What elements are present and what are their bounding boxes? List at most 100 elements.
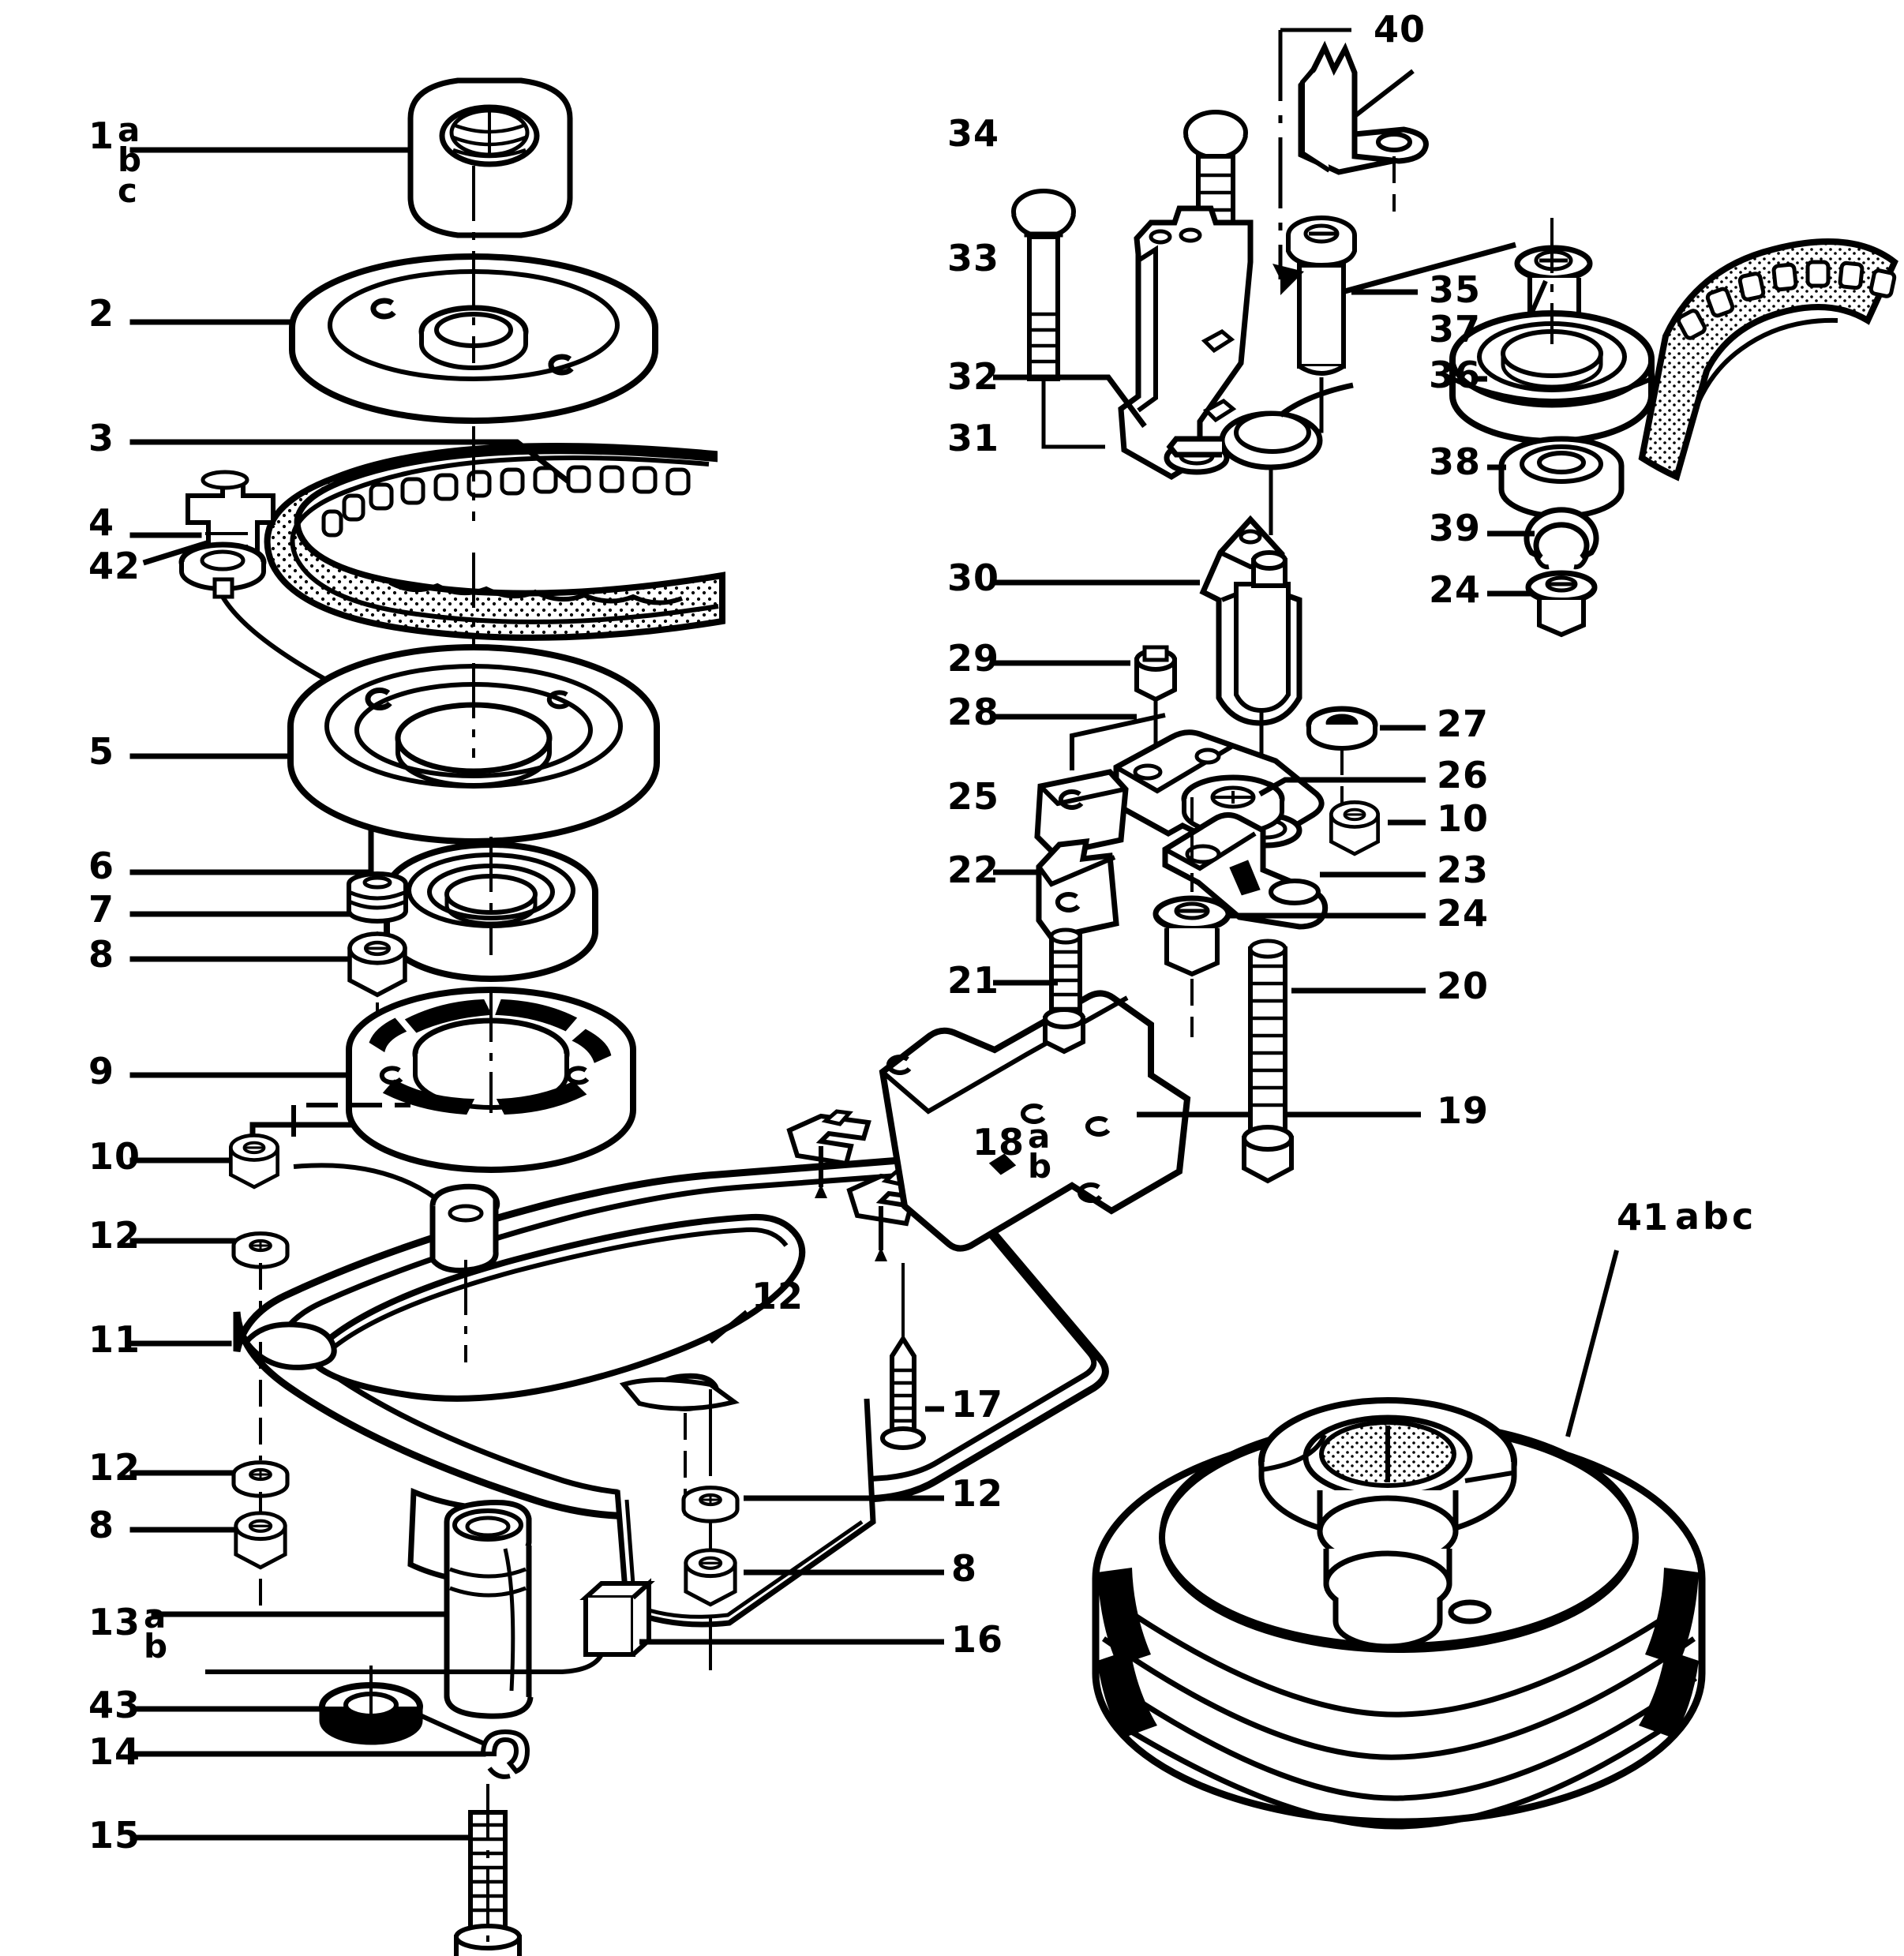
callout-35[interactable]: 35 [1429,272,1481,308]
callout-27[interactable]: 27 [1437,706,1489,742]
callout-24[interactable]: 24 [1437,895,1489,931]
callout-number: 9 [88,1050,115,1092]
part-8-nut-lower-left [236,1513,285,1568]
callout-number: 3 [88,417,115,459]
callout-10[interactable]: 10 [1437,800,1489,837]
part-38-ball-bearing-right [1498,436,1625,519]
part-4-bolt [186,470,275,566]
part-10-nut-right [1331,802,1377,854]
callout-number: 12 [88,1214,141,1257]
callout-14[interactable]: 14 [88,1733,141,1770]
callout-15[interactable]: 15 [88,1817,141,1853]
part-17-tapping-screw [880,1263,926,1450]
callout-number: 24 [1429,568,1482,611]
callout-24[interactable]: 24 [1429,571,1481,608]
callout-42[interactable]: 42 [88,548,141,584]
callout-43[interactable]: 43 [88,1687,141,1723]
part-8-nut-bottom-mid [686,1550,735,1605]
callout-number: 23 [1437,849,1490,891]
callout-40[interactable]: 40 [1374,11,1426,47]
callout-number: 42 [88,545,141,587]
part-5-camshaft-sprocket [287,644,660,845]
callout-7[interactable]: 7 [88,891,114,927]
part-14-circlip [480,1729,530,1779]
callout-12[interactable]: 12 [88,1449,141,1486]
part-27-spring-washer-right [1306,706,1378,751]
part-15-stud-bolt [454,1784,522,1956]
callout-number: 10 [88,1135,141,1178]
callout-number: 16 [951,1618,1004,1661]
callout-28[interactable]: 28 [947,694,999,730]
callout-32[interactable]: 32 [947,358,999,395]
callout-2[interactable]: 2 [88,295,114,332]
callout-number: 24 [1437,892,1490,935]
callout-22[interactable]: 22 [947,852,999,888]
callout-38[interactable]: 38 [1429,444,1481,480]
callout-number: 19 [1437,1089,1490,1132]
callout-30[interactable]: 30 [947,560,999,596]
callout-39[interactable]: 39 [1429,510,1481,546]
callout-number: 5 [88,730,115,773]
part-36-idler-pulley [1449,218,1655,444]
callout-25[interactable]: 25 [947,778,999,815]
callout-36[interactable]: 36 [1429,357,1481,393]
callout-16[interactable]: 16 [951,1621,1003,1658]
callout-number: 12 [951,1472,1004,1515]
callout-12[interactable]: 12 [951,1475,1003,1512]
callout-number: 14 [88,1730,141,1773]
callout-20[interactable]: 20 [1437,968,1489,1004]
callout-26[interactable]: 26 [1437,757,1489,793]
callout-10[interactable]: 10 [88,1138,141,1175]
callout-number: 22 [947,849,1000,891]
callout-29[interactable]: 29 [947,640,999,676]
callout-33[interactable]: 33 [947,240,999,276]
part-12-washer-upper-left [234,1234,287,1268]
part-9-bearing-flange [346,987,636,1173]
part-24-collar-nut-mid [1153,895,1231,977]
callout-number: 20 [1437,965,1490,1007]
callout-number: 8 [88,933,115,976]
callout-6[interactable]: 6 [88,848,114,884]
callout-31[interactable]: 31 [947,420,999,456]
callout-21[interactable]: 21 [947,962,999,999]
part-3-timing-belt [264,426,725,663]
callout-4[interactable]: 4 [88,504,114,541]
callout-3[interactable]: 3 [88,420,114,456]
callout-34[interactable]: 34 [947,115,999,152]
callout-37[interactable]: 37 [1429,311,1481,347]
callout-number: 21 [947,959,1000,1002]
part-40-cable-clip [1298,40,1429,175]
callout-19[interactable]: 19 [1437,1092,1489,1129]
part-16-grommet [205,1578,655,1674]
callout-number: 25 [947,775,1000,818]
callout-number: 27 [1437,703,1490,745]
callout-number: 1 [88,114,115,157]
callout-11[interactable]: 11 [88,1321,141,1358]
callout-17[interactable]: 17 [951,1386,1003,1422]
callout-number: 8 [951,1547,978,1590]
part-12-washer-bottom-mid [684,1488,737,1522]
callout-number: 12 [751,1275,804,1317]
callout-12[interactable]: 12 [88,1217,141,1253]
part-6-ball-bearing [384,837,598,982]
callout-8[interactable]: 8 [88,936,114,972]
callout-5[interactable]: 5 [88,733,114,770]
part-33-bolt [1011,189,1105,449]
part-1-nut [407,77,573,238]
part-31-tension-spring [1166,382,1354,535]
callout-23[interactable]: 23 [1437,852,1489,888]
callout-12[interactable]: 12 [751,1278,804,1314]
callout-8[interactable]: 8 [88,1507,114,1543]
part-43-thrust-washer [319,1666,488,1747]
part-8-nut-upper [350,934,405,995]
callout-9[interactable]: 9 [88,1053,114,1089]
part-41-crankshaft-damper [1092,1397,1706,1830]
callout-number: 4 [88,501,115,544]
callout-8[interactable]: 8 [951,1550,977,1587]
